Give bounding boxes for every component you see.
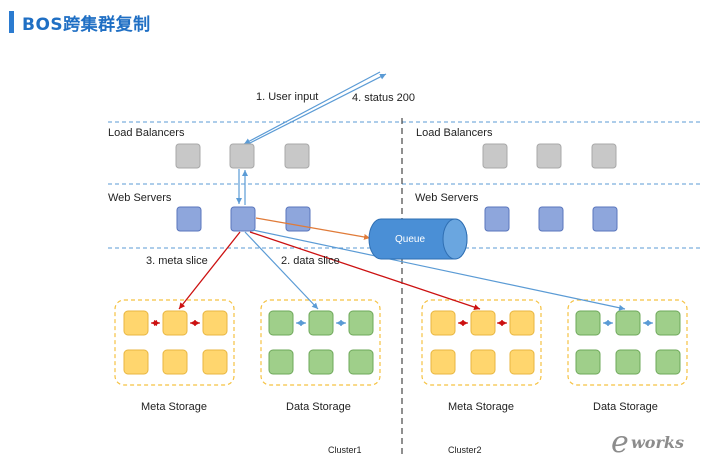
page-title: BOS跨集群复制 <box>22 15 151 35</box>
meta-storage-label-right: Meta Storage <box>448 401 514 413</box>
queue-label: Queue <box>395 234 425 245</box>
meta-storage-label-left: Meta Storage <box>141 401 207 413</box>
meta-storage-node <box>430 310 456 336</box>
load-balancer-node <box>536 143 562 169</box>
meta-storage-node <box>123 310 149 336</box>
meta-storage-node <box>123 349 149 375</box>
cluster1-label: Cluster1 <box>328 445 362 455</box>
user-input-arrow <box>243 71 381 145</box>
meta-storage-node <box>162 349 188 375</box>
data-storage-group-right <box>567 299 688 386</box>
load-balancer-node <box>175 143 201 169</box>
web-server-node <box>538 206 564 232</box>
web-to-queue-arrow <box>255 217 371 240</box>
data-slice-label: 2. data slice <box>281 255 340 267</box>
data-storage-node <box>308 349 334 375</box>
data-storage-node <box>655 310 681 336</box>
data-storage-label-left: Data Storage <box>286 401 351 413</box>
status-arrow <box>247 73 387 145</box>
web-servers-label-left: Web Servers <box>108 192 172 204</box>
web-server-node <box>484 206 510 232</box>
data-storage-node <box>575 310 601 336</box>
data-storage-node <box>268 349 294 375</box>
meta-storage-node <box>509 349 535 375</box>
user-input-label: 1. User input <box>256 91 318 103</box>
data-storage-node <box>348 349 374 375</box>
data-storage-node <box>655 349 681 375</box>
title-accent-bar <box>9 11 14 33</box>
load-balancers-label-right: Load Balancers <box>416 127 493 139</box>
svg-text:works: works <box>631 433 684 452</box>
meta-storage-node <box>509 310 535 336</box>
web-servers-label-right: Web Servers <box>415 192 479 204</box>
meta-storage-node-active <box>470 310 496 336</box>
svg-text:e: e <box>611 425 629 460</box>
load-balancer-node <box>482 143 508 169</box>
web-server-node-active <box>230 206 256 232</box>
web-server-node <box>176 206 202 232</box>
data-slice-arrow <box>244 231 319 310</box>
meta-replication-cross-arrow <box>249 231 481 310</box>
load-balancers-label-left: Load Balancers <box>108 127 185 139</box>
meta-storage-node <box>470 349 496 375</box>
load-balancer-node <box>591 143 617 169</box>
cluster2-label: Cluster2 <box>448 445 482 455</box>
meta-slice-label: 3. meta slice <box>146 255 208 267</box>
load-balancer-node-active <box>229 143 255 169</box>
meta-storage-group-left <box>114 299 235 386</box>
meta-storage-group-right <box>421 299 542 386</box>
meta-storage-node <box>202 349 228 375</box>
data-storage-node-active <box>615 310 641 336</box>
data-storage-group-left <box>260 299 381 386</box>
meta-slice-arrow <box>178 231 241 310</box>
meta-storage-node <box>430 349 456 375</box>
data-storage-node <box>615 349 641 375</box>
data-storage-label-right: Data Storage <box>593 401 658 413</box>
data-storage-node <box>348 310 374 336</box>
data-replication-cross-arrow <box>252 229 626 311</box>
data-storage-node <box>575 349 601 375</box>
load-balancer-node <box>284 143 310 169</box>
data-storage-node <box>268 310 294 336</box>
meta-storage-node <box>202 310 228 336</box>
eworks-logo: e works <box>611 425 684 460</box>
data-storage-node-active <box>308 310 334 336</box>
queue-cylinder <box>368 218 468 260</box>
web-server-node <box>592 206 618 232</box>
status-label: 4. status 200 <box>352 92 415 104</box>
web-server-node <box>285 206 311 232</box>
meta-storage-node-active <box>162 310 188 336</box>
